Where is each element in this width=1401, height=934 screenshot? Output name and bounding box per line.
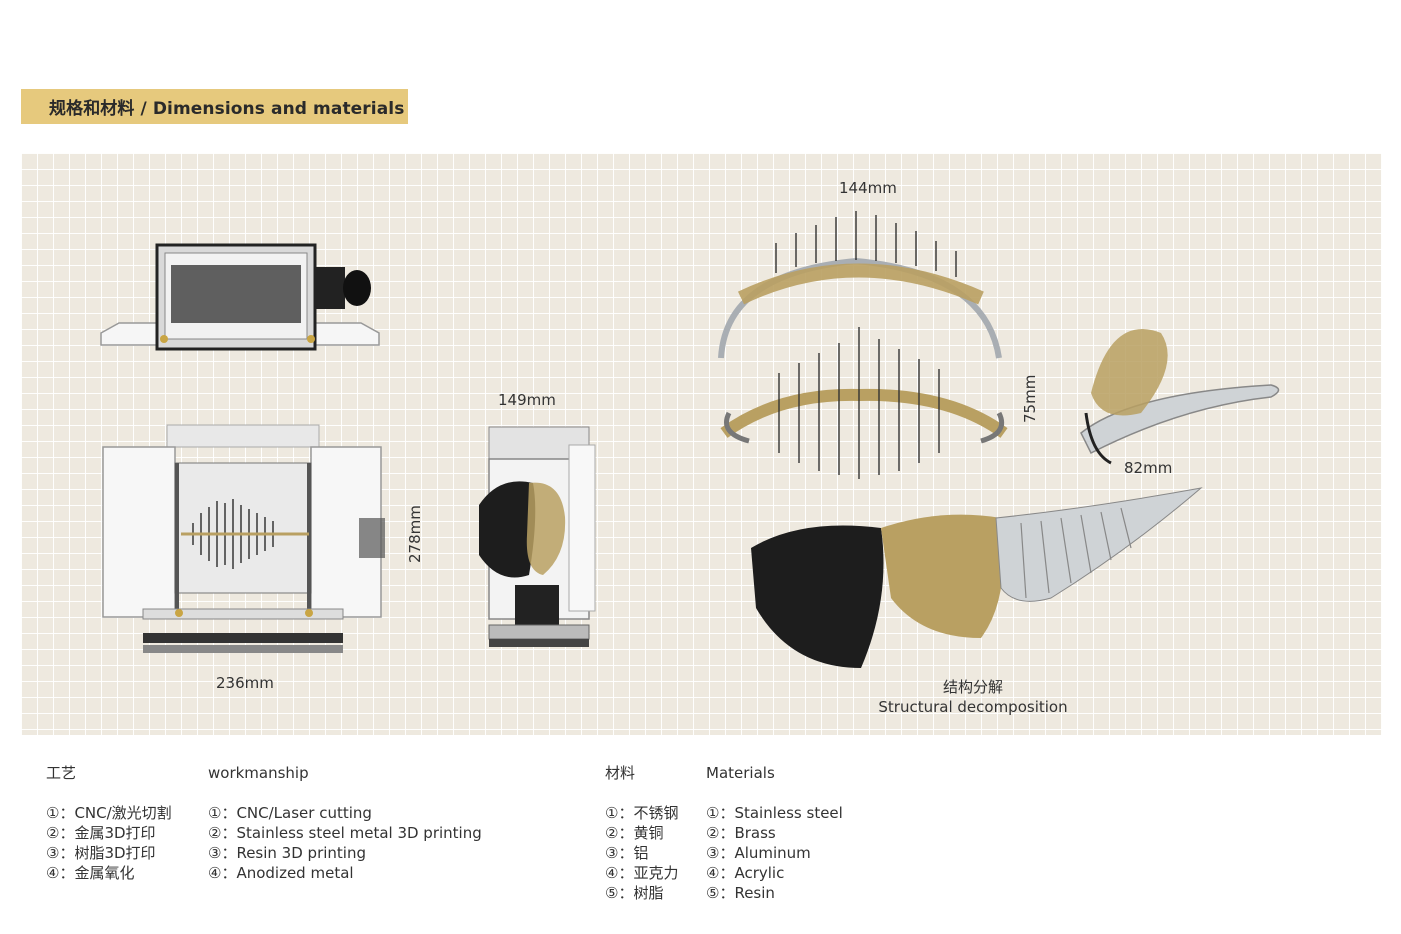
illustration-panel: 144mm 75mm 82mm 149mm 278mm 236mm 结构分解 S…: [21, 153, 1382, 735]
dimension-width-side: 149mm: [498, 391, 556, 409]
workmanship-heading-cn: 工艺: [46, 764, 77, 782]
workmanship-en-block: workmanship ①：CNC/Laser cutting ②：Stainl…: [208, 763, 482, 883]
section-title-badge: 规格和材料 / Dimensions and materials: [21, 89, 408, 124]
workmanship-cn-item: ④：金属氧化: [46, 864, 135, 882]
arc-piece-top-illustration: [718, 211, 1002, 359]
workmanship-en-item: ①：CNC/Laser cutting: [208, 804, 372, 822]
materials-cn-item: ⑤：树脂: [605, 884, 664, 902]
arc-piece-bottom-illustration: [720, 327, 1008, 479]
dimension-height-front: 278mm: [406, 505, 424, 563]
dimension-length-top: 144mm: [839, 179, 897, 197]
section-title: 规格和材料 / Dimensions and materials: [49, 99, 405, 119]
materials-cn-block: 材料 ①：不锈钢 ②：黄铜 ③：铝 ④：亚克力 ⑤：树脂: [605, 763, 678, 903]
dimension-depth-right: 82mm: [1124, 459, 1173, 477]
box-front-view-illustration: [102, 424, 385, 653]
workmanship-heading-en: workmanship: [208, 764, 309, 782]
workmanship-cn-item: ①：CNC/激光切割: [46, 804, 172, 822]
side-piece-illustration: [1080, 329, 1280, 465]
materials-en-block: Materials ①：Stainless steel ②：Brass ③：Al…: [706, 763, 843, 903]
workmanship-cn-block: 工艺 ①：CNC/激光切割 ②：金属3D打印 ③：树脂3D打印 ④：金属氧化: [46, 763, 172, 883]
decomposition-title-cn: 结构分解: [942, 678, 1003, 696]
materials-en-item: ⑤：Resin: [706, 884, 775, 902]
workmanship-cn-item: ②：金属3D打印: [46, 824, 156, 842]
workmanship-en-item: ③：Resin 3D printing: [208, 844, 366, 862]
workmanship-en-item: ②：Stainless steel metal 3D printing: [208, 824, 482, 842]
materials-cn-item: ②：黄铜: [605, 824, 664, 842]
dimension-height-right: 75mm: [1021, 374, 1039, 423]
materials-heading-cn: 材料: [605, 764, 636, 782]
workmanship-cn-item: ③：树脂3D打印: [46, 844, 156, 862]
materials-en-item: ②：Brass: [706, 824, 776, 842]
decomposition-title-en: Structural decomposition: [878, 698, 1068, 716]
materials-en-item: ③：Aluminum: [706, 844, 811, 862]
materials-en-item: ①：Stainless steel: [706, 804, 843, 822]
materials-cn-item: ③：铝: [605, 844, 649, 862]
decomposition-caption: 结构分解 Structural decomposition: [863, 677, 1083, 717]
box-side-view-illustration: [479, 426, 596, 647]
workmanship-en-item: ④：Anodized metal: [208, 864, 354, 882]
materials-cn-item: ①：不锈钢: [605, 804, 679, 822]
box-top-view-illustration: [100, 243, 380, 351]
structural-decomposition-illustration: [751, 487, 1203, 668]
dimension-width-front: 236mm: [216, 674, 274, 692]
materials-heading-en: Materials: [706, 764, 775, 782]
materials-en-item: ④：Acrylic: [706, 864, 785, 882]
materials-cn-item: ④：亚克力: [605, 864, 679, 882]
